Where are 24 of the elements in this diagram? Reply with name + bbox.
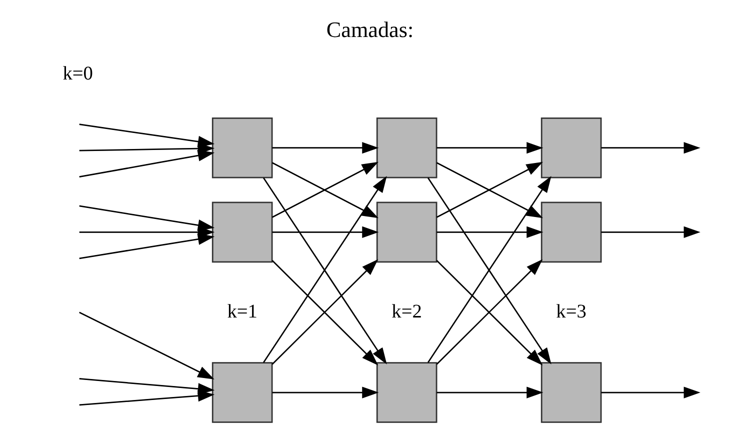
label: k=1: [227, 301, 258, 322]
arrow: [272, 226, 379, 238]
node-box: [212, 117, 273, 178]
node-box: [212, 202, 273, 263]
node-box: [376, 362, 438, 423]
arrow: [601, 226, 700, 238]
node-box: [376, 117, 438, 178]
arrow: [272, 142, 379, 154]
node-box: [540, 202, 602, 263]
node-box: [212, 362, 273, 423]
arrow: [79, 312, 214, 380]
arrow: [601, 386, 700, 398]
label: k=3: [556, 301, 586, 322]
diagram-title: Camadas:: [326, 16, 414, 42]
arrow: [436, 226, 544, 238]
node-box: [540, 362, 602, 423]
arrow: [436, 386, 544, 398]
arrow: [272, 386, 379, 398]
node-box: [376, 202, 438, 263]
label: k=0: [62, 64, 93, 85]
label: k=2: [392, 301, 422, 322]
node-box: [540, 117, 602, 178]
arrow: [436, 142, 544, 154]
arrow: [601, 142, 700, 154]
